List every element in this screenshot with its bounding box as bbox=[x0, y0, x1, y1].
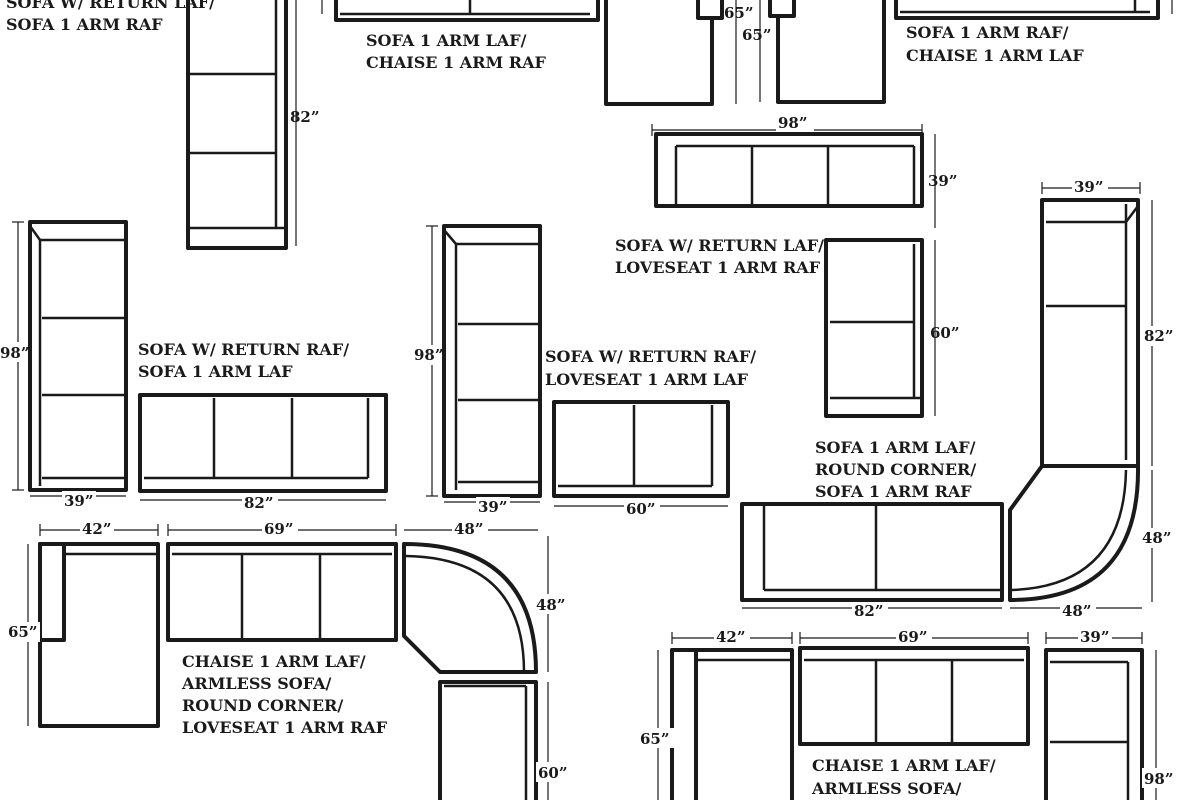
dimension-98: 98” bbox=[778, 114, 808, 132]
caption-line: CHAISE 1 ARM LAF bbox=[906, 46, 1084, 65]
caption-line: SOFA 1 ARM RAF bbox=[815, 482, 972, 501]
dimension-69: 69” bbox=[898, 628, 928, 646]
caption-line: ROUND CORNER/ bbox=[182, 696, 343, 715]
config-sofa-return-raf-loveseat: 98” 39” SOFA W/ RETURN RAF/ LOVESEAT 1 A… bbox=[412, 224, 756, 518]
dimension-48: 48” bbox=[1142, 529, 1172, 547]
dimension-65: 65” bbox=[724, 4, 754, 22]
dimension-98: 98” bbox=[414, 346, 444, 364]
dimension-39: 39” bbox=[478, 498, 508, 516]
dimension-82: 82” bbox=[1144, 327, 1174, 345]
top-center-fragment: SOFA 1 ARM LAF/ CHAISE 1 ARM RAF 65” 65” bbox=[321, 0, 886, 106]
caption-line: ARMLESS SOFA/ bbox=[811, 779, 962, 798]
dimension-39: 39” bbox=[928, 172, 958, 190]
dimension-60: 60” bbox=[538, 764, 568, 782]
caption-line: SOFA 1 ARM LAF/ bbox=[366, 31, 527, 50]
caption-line: SOFA 1 ARM RAF/ bbox=[906, 23, 1069, 42]
dimension-82: 82” bbox=[854, 602, 884, 620]
config-chaise-armless-round-loveseat: 42” 65” 69” 48” 48” CHAISE 1 ARM LAF/ AR… bbox=[8, 520, 570, 800]
dimension-65: 65” bbox=[8, 623, 38, 641]
caption-line: CHAISE 1 ARM LAF/ bbox=[812, 756, 996, 775]
dimension-48: 48” bbox=[1062, 602, 1092, 620]
dimension-98: 98” bbox=[1144, 770, 1174, 788]
dimension-82: 82” bbox=[244, 494, 274, 512]
caption-line: LOVESEAT 1 ARM RAF bbox=[615, 258, 821, 277]
caption-line: ROUND CORNER/ bbox=[815, 460, 976, 479]
dimension-42: 42” bbox=[82, 520, 112, 538]
dimension-42: 42” bbox=[716, 628, 746, 646]
caption-line: SOFA W/ RETURN LAF/ bbox=[615, 236, 824, 255]
caption-line: SOFA 1 ARM RAF bbox=[6, 15, 163, 34]
dimension-69: 69” bbox=[264, 520, 294, 538]
caption-line: CHAISE 1 ARM LAF/ bbox=[182, 652, 366, 671]
dimension-39: 39” bbox=[64, 492, 94, 510]
dimension-39: 39” bbox=[1074, 178, 1104, 196]
config-sofa-return-laf-loveseat: 98” 39” SOFA W/ RETURN LAF/ LOVESEAT 1 A… bbox=[615, 114, 960, 418]
caption-line: ARMLESS SOFA/ bbox=[181, 674, 332, 693]
config-sofa-round-corner-sofa: 39” 82” SOFA 1 ARM LAF/ ROUND CORNER/ SO… bbox=[740, 178, 1176, 620]
caption-line: SOFA W/ RETURN LAF/ bbox=[6, 0, 215, 12]
dimension-60: 60” bbox=[626, 500, 656, 518]
top-left-fragment: 82” SOFA W/ RETURN LAF/ SOFA 1 ARM RAF bbox=[6, 0, 320, 250]
caption-line: SOFA 1 ARM LAF/ bbox=[815, 438, 976, 457]
config-chaise-armless-bottom: 42” 65” 69” CHAISE 1 ARM LAF/ ARMLESS SO… bbox=[640, 628, 1176, 800]
config-sofa-return-raf-sofa: 98” 39” SOFA W/ RETURN RAF/ SOFA 1 ARM L… bbox=[0, 220, 388, 512]
dimension-39: 39” bbox=[1080, 628, 1110, 646]
caption-line: SOFA 1 ARM LAF bbox=[138, 362, 293, 381]
top-right-fragment: SOFA 1 ARM RAF/ CHAISE 1 ARM LAF bbox=[894, 0, 1173, 65]
caption-line: LOVESEAT 1 ARM RAF bbox=[182, 718, 388, 737]
caption-line: LOVESEAT 1 ARM LAF bbox=[545, 370, 749, 389]
dimension-65: 65” bbox=[640, 730, 670, 748]
caption-line: SOFA W/ RETURN RAF/ bbox=[545, 347, 756, 366]
dimension-60: 60” bbox=[930, 324, 960, 342]
caption-line: SOFA W/ RETURN RAF/ bbox=[138, 340, 349, 359]
dimension-65: 65” bbox=[742, 26, 772, 44]
dimension-82: 82” bbox=[290, 108, 320, 126]
dimension-48: 48” bbox=[536, 596, 566, 614]
dimension-98: 98” bbox=[0, 344, 30, 362]
caption-line: CHAISE 1 ARM RAF bbox=[366, 53, 546, 72]
dimension-48: 48” bbox=[454, 520, 484, 538]
